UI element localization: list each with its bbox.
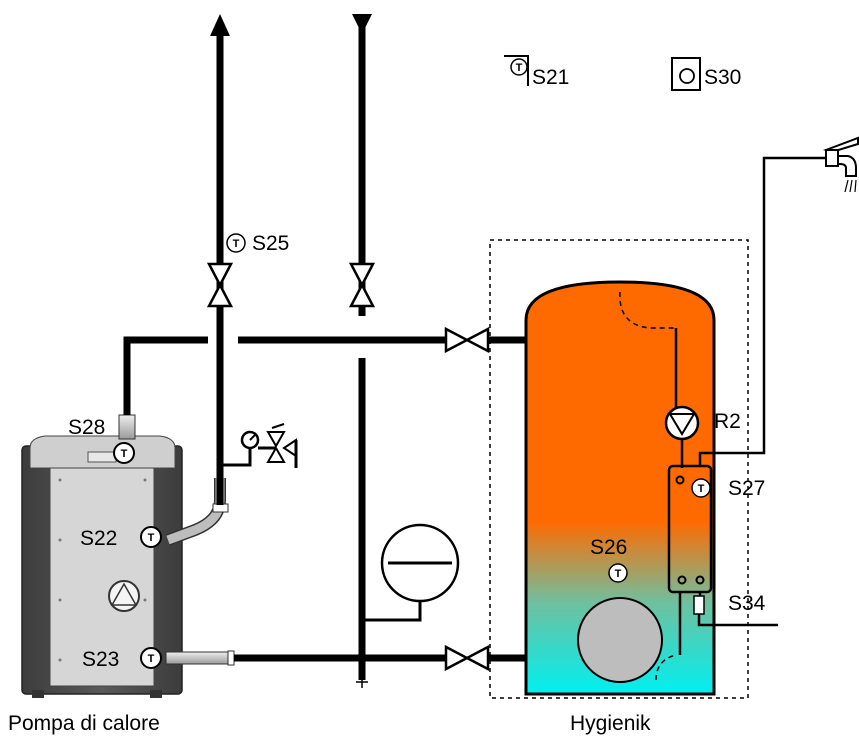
tank-boundary — [489, 239, 749, 699]
valve-right-riser-icon — [348, 262, 376, 308]
flow-arrows — [210, 14, 372, 36]
sensor-s30-icon — [671, 57, 701, 91]
pressure-gauge-icon — [240, 430, 260, 450]
sensor-s28-symbol: T — [121, 448, 128, 460]
sensor-s23-icon: T — [140, 647, 162, 669]
sensor-s21-symbol: T — [516, 62, 523, 74]
valve-lower-tank-icon — [444, 644, 490, 672]
sensor-s22-icon: T — [140, 526, 162, 548]
label-r2: R2 — [714, 410, 741, 433]
caption-tank: Hygienik — [570, 712, 651, 735]
sensor-s23-symbol: T — [148, 653, 155, 665]
hydraulic-pipes — [216, 26, 528, 688]
down-arrow-icon — [352, 14, 372, 34]
label-s22: S22 — [80, 527, 117, 550]
label-s23: S23 — [82, 648, 119, 671]
sensor-s28-icon: T — [113, 442, 135, 464]
label-s28: S28 — [68, 416, 105, 439]
sensor-s26-icon: T — [608, 563, 628, 583]
r2-pump-icon — [664, 405, 700, 441]
hygienik-tank — [489, 156, 826, 699]
labels: S21 S30 S25 S28 S22 S23 S26 S27 S34 R2 P… — [8, 66, 766, 735]
safety-group — [240, 423, 298, 468]
caption-heat-pump: Pompa di calore — [8, 712, 160, 735]
sensor-s27-symbol: T — [698, 483, 705, 495]
tap-icon — [823, 136, 859, 193]
up-arrow-icon — [210, 14, 230, 36]
tank-coil — [577, 597, 663, 683]
valve-left-riser-icon — [206, 262, 234, 308]
valve-upper-tank-icon — [444, 326, 490, 354]
sensor-s27-icon: T — [691, 478, 711, 498]
label-s25: S25 — [252, 232, 289, 255]
label-s26: S26 — [590, 536, 627, 559]
sensor-s21-icon: T — [504, 55, 529, 86]
sensor-s26-symbol: T — [615, 568, 622, 580]
label-s34: S34 — [728, 592, 766, 615]
heat-pump — [21, 435, 183, 698]
valves — [206, 262, 490, 672]
sensor-s25-icon: T — [226, 233, 246, 253]
safety-valve-icon — [266, 423, 298, 468]
heat-pump-circulator-icon — [108, 580, 140, 612]
heat-exchanger — [667, 464, 713, 594]
label-s27: S27 — [728, 477, 765, 500]
label-s21: S21 — [532, 66, 569, 89]
expansion-vessel — [380, 523, 460, 603]
flow-sensor-icon — [693, 595, 705, 615]
label-s30: S30 — [704, 66, 741, 89]
sensor-s22-symbol: T — [148, 532, 155, 544]
sensor-s25-symbol: T — [233, 238, 240, 250]
